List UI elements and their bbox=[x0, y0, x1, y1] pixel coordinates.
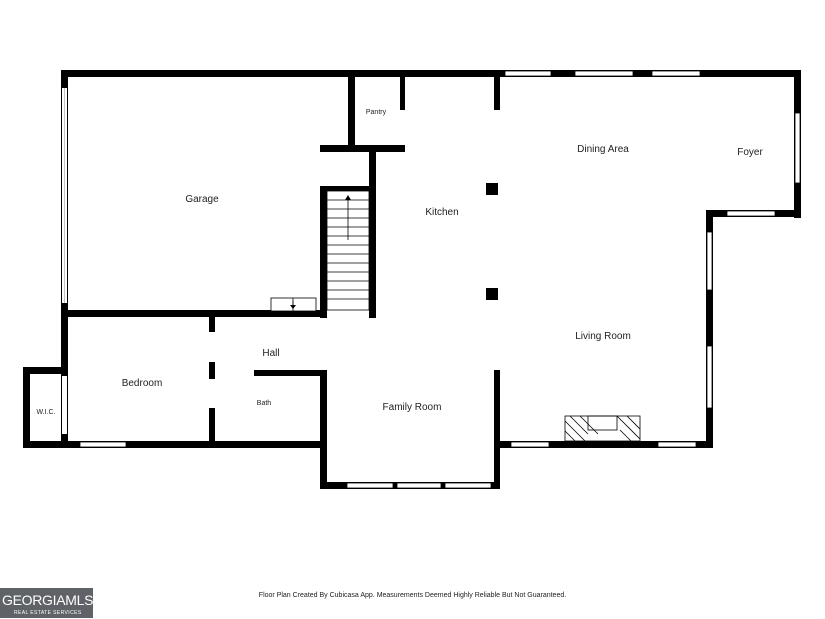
walls bbox=[23, 70, 801, 489]
room-label-bedroom: Bedroom bbox=[122, 378, 163, 389]
room-label-pantry: Pantry bbox=[366, 109, 387, 116]
room-label-kitchen: Kitchen bbox=[425, 207, 458, 218]
staircase bbox=[326, 190, 370, 311]
logo-main-text: GEORGIAMLS bbox=[2, 592, 93, 608]
room-label-wic: W.I.C. bbox=[36, 409, 55, 416]
garage-step bbox=[270, 297, 317, 312]
room-label-bath: Bath bbox=[257, 400, 272, 407]
room-label-family-room: Family Room bbox=[383, 402, 442, 413]
floor-plan-disclaimer: Floor Plan Created By Cubicasa App. Meas… bbox=[258, 592, 567, 599]
room-label-hall: Hall bbox=[262, 348, 279, 359]
logo-sub-text: REAL ESTATE SERVICES bbox=[14, 610, 82, 616]
room-label-foyer: Foyer bbox=[737, 147, 763, 158]
room-label-living-room: Living Room bbox=[575, 331, 631, 342]
fireplace bbox=[564, 415, 641, 442]
georgia-mls-logo: GEORGIAMLS REAL ESTATE SERVICES bbox=[0, 588, 93, 618]
room-label-dining-area: Dining Area bbox=[577, 144, 629, 155]
windows bbox=[79, 70, 801, 489]
room-label-garage: Garage bbox=[185, 194, 219, 205]
